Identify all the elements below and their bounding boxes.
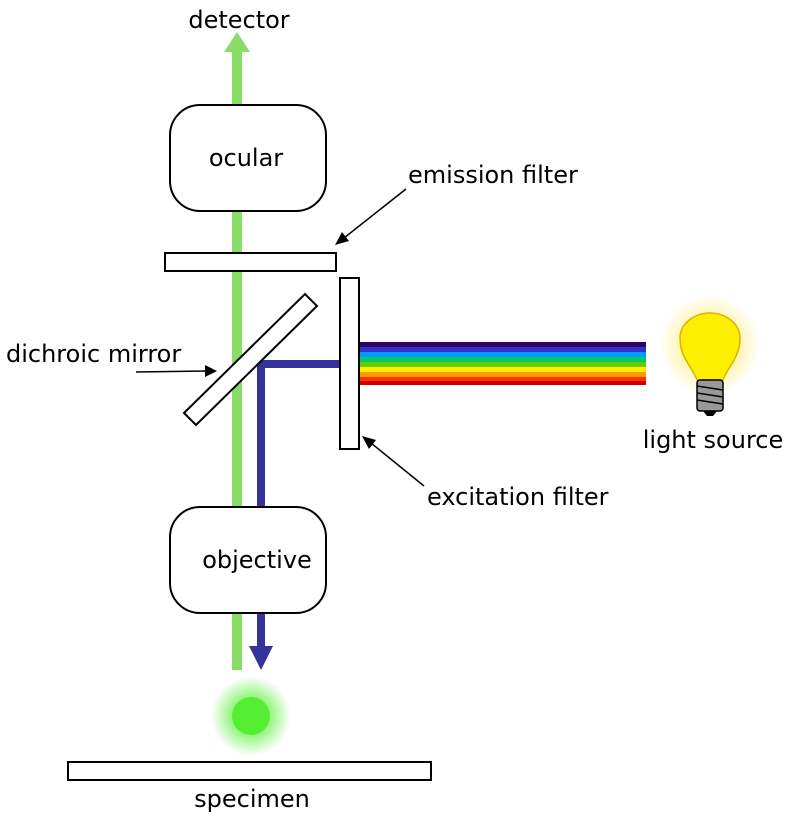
specimen-label: specimen (194, 785, 310, 813)
excitation-filter-label: excitation filter (427, 483, 609, 511)
ocular-label: ocular (209, 144, 283, 172)
emission-beam (232, 48, 242, 670)
dichroic-mirror-pointer (135, 365, 217, 377)
excitation-filter-pointer (362, 436, 425, 487)
objective-label: objective (202, 546, 312, 574)
light-source-label: light source (643, 426, 784, 454)
emission-filter (164, 252, 337, 272)
emission-filter-label: emission filter (408, 161, 578, 189)
dichroic-mirror (182, 292, 319, 427)
excitation-arrowhead (249, 646, 273, 670)
objective: objective (169, 506, 327, 614)
emission-filter-pointer (335, 188, 407, 245)
light-bulb-icon (660, 295, 760, 416)
detector-arrowhead (224, 32, 250, 52)
detector-label: detector (188, 6, 289, 34)
ocular: ocular (169, 104, 327, 212)
specimen-slide (67, 761, 432, 781)
excitation-filter (339, 277, 360, 450)
white-light-beam (360, 342, 646, 385)
dichroic-mirror-label: dichroic mirror (6, 340, 181, 368)
fluorescing-specimen (232, 697, 270, 735)
